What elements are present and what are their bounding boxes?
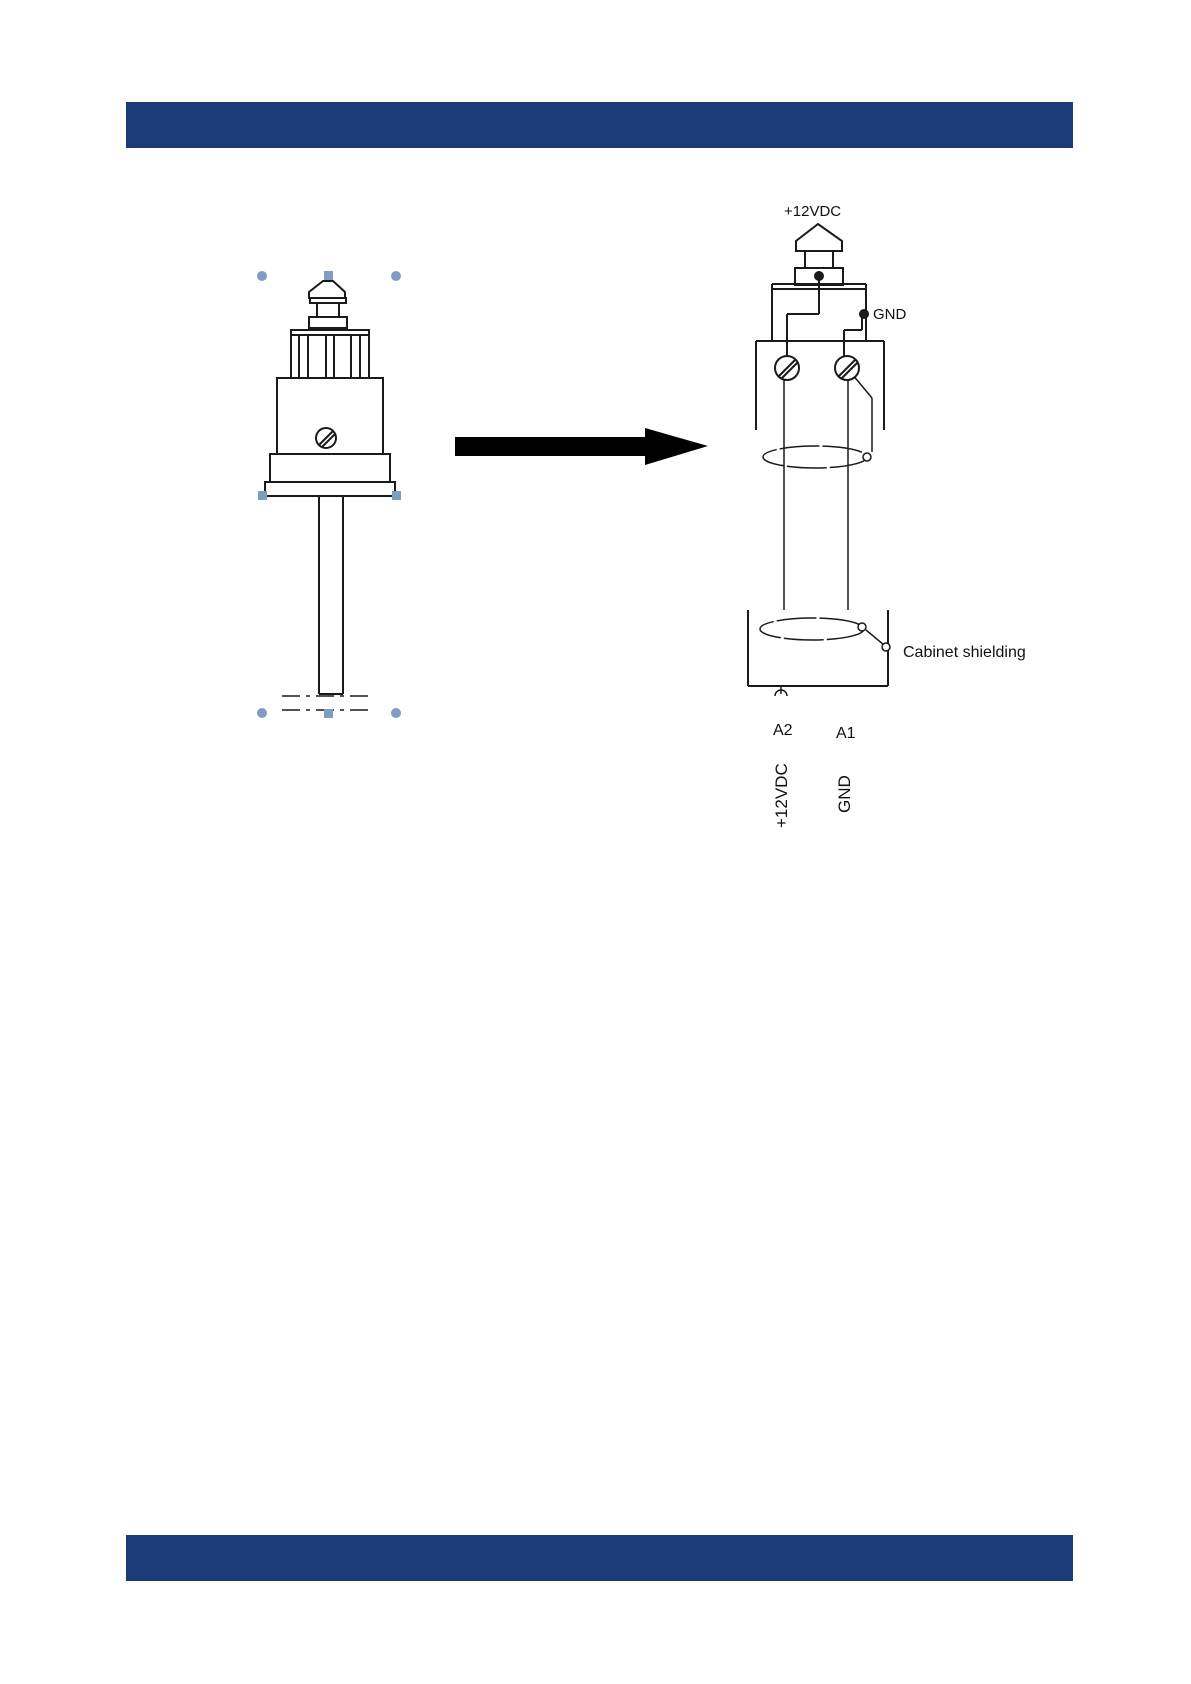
- gnd-label: GND: [873, 306, 907, 323]
- connector-drawing: [748, 224, 890, 696]
- cabinet-shielding-label: Cabinet shielding: [903, 644, 1026, 661]
- screw-icon: [775, 356, 859, 380]
- wire-a1-vertical-label: GND: [835, 775, 854, 813]
- sensor-drawing: [265, 281, 395, 710]
- terminal-a2-label: A2: [773, 722, 793, 739]
- terminal-a1-label: A1: [836, 725, 856, 742]
- supply-label-top: +12VDC: [784, 203, 841, 220]
- wire-a2-vertical-label: +12VDC: [772, 763, 791, 828]
- arrow-right-icon: [455, 428, 708, 465]
